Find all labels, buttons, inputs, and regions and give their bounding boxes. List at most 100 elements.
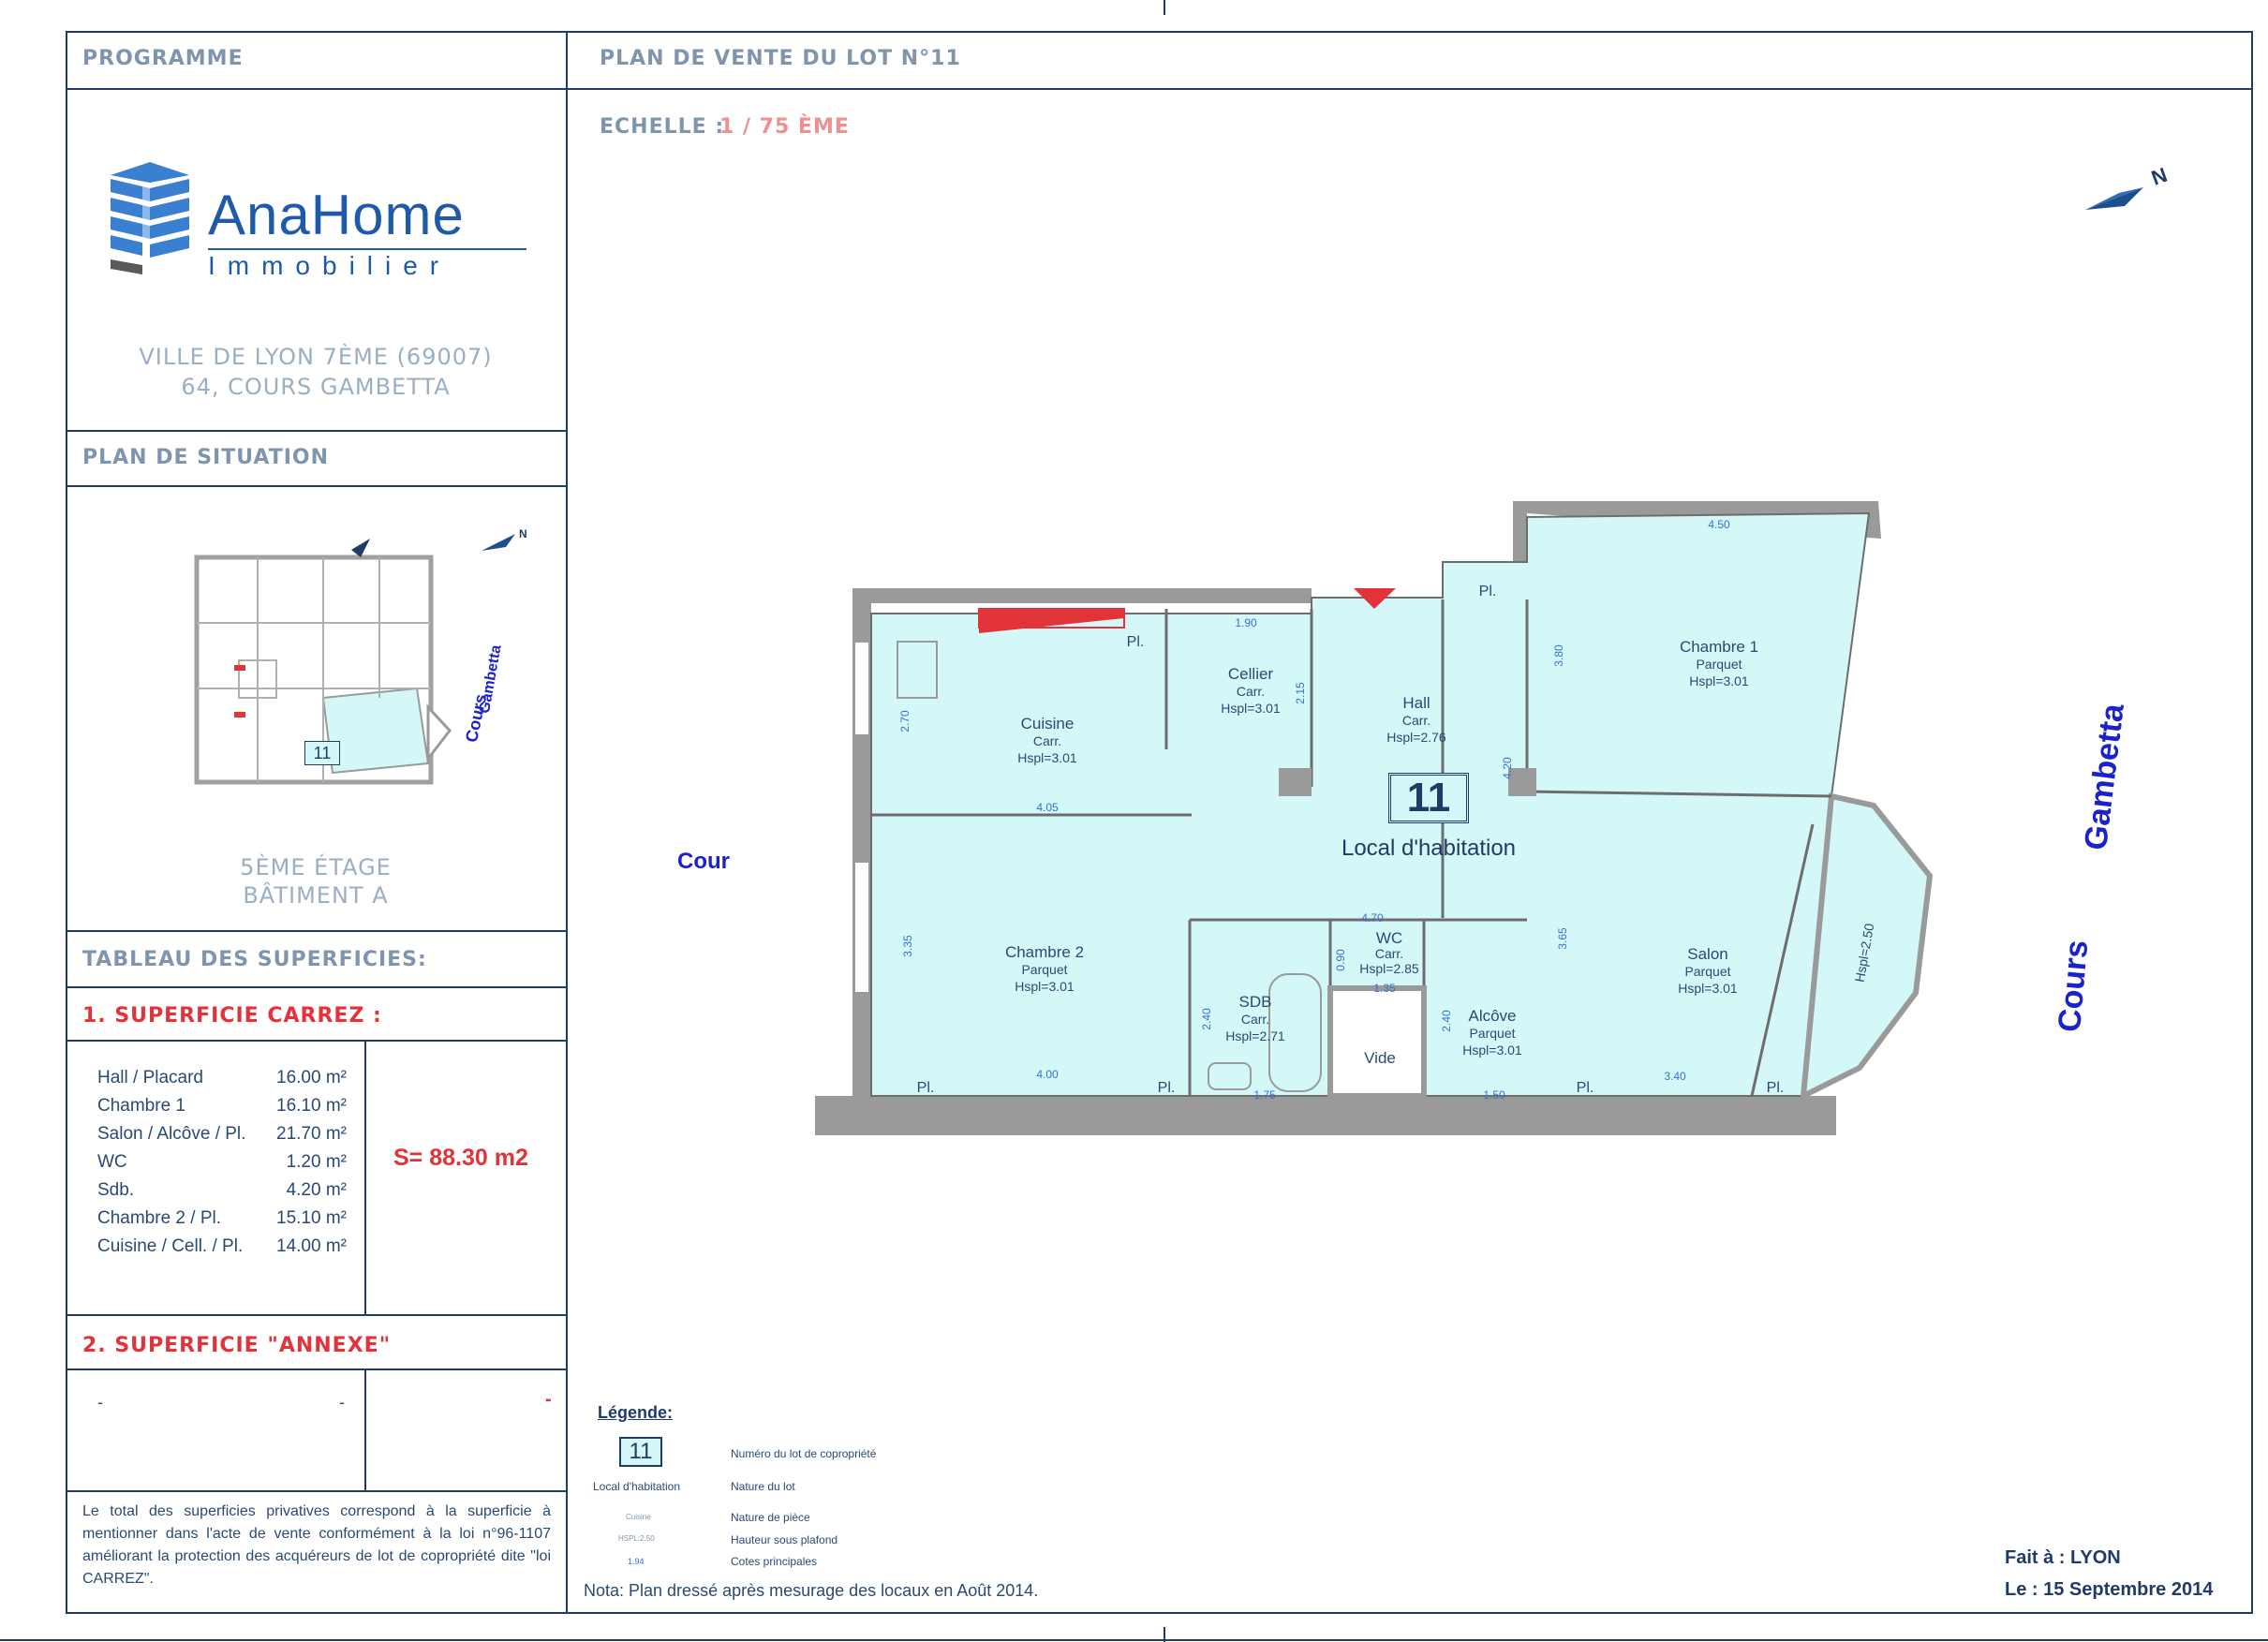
washbasin — [1208, 1062, 1252, 1090]
room-chambre2-h: Hspl=3.01 — [1015, 979, 1075, 994]
dim-215: 2.15 — [1294, 682, 1307, 704]
annexe-dash-left: - — [97, 1393, 103, 1412]
room-sdb-h: Hspl=2.71 — [1225, 1028, 1285, 1043]
carrez-row-label: Salon / Alcôve / Pl. — [97, 1124, 246, 1144]
floor-plan: Cuisine Carr. Hspl=3.01 Cellier Carr. Hs… — [815, 501, 1934, 1135]
logo-sub: Immobilier — [208, 251, 452, 280]
pl-chambre2-right: Pl. — [1158, 1080, 1176, 1096]
plan-title: PLAN DE VENTE DU LOT N°11 — [600, 47, 961, 70]
legend-cote-sample: 1.94 — [628, 1557, 645, 1566]
room-cuisine-floor: Carr. — [1033, 733, 1061, 748]
anahome-logo: AnaHome Immobilier — [103, 155, 534, 281]
dim-270: 2.70 — [898, 710, 912, 732]
room-alcove-name: Alcôve — [1468, 1007, 1516, 1025]
room-wc-h: Hspl=2.85 — [1359, 961, 1419, 976]
carrez-row-value: 4.20 m² — [286, 1180, 347, 1200]
fait-date: Le : 15 Septembre 2014 — [2005, 1579, 2214, 1600]
svg-text:N: N — [519, 527, 527, 540]
dim-400: 4.00 — [1036, 1068, 1059, 1081]
room-vide-name: Vide — [1364, 1049, 1396, 1067]
room-chambre2-name: Chambre 2 — [1005, 943, 1084, 961]
dim-175: 1.75 — [1253, 1088, 1276, 1102]
carrez-row-value: 14.00 m² — [276, 1236, 347, 1256]
room-sdb-floor: Carr. — [1241, 1012, 1269, 1027]
room-hall-floor: Carr. — [1402, 713, 1430, 728]
carrez-total: S= 88.30 m2 — [393, 1145, 528, 1171]
legend-cote-desc: Cotes principales — [731, 1555, 818, 1568]
situation-lot-box: 11 — [304, 741, 340, 765]
dim-335: 3.35 — [901, 935, 914, 957]
carrez-row-label: Cuisine / Cell. / Pl. — [97, 1236, 244, 1256]
legend-hspl-sample: HSPL:2.50 — [618, 1534, 655, 1543]
room-cellier-name: Cellier — [1228, 665, 1274, 683]
situation-building: BÂTIMENT A — [243, 882, 389, 909]
carrez-row-label: Chambre 1 — [97, 1096, 185, 1116]
address-line1: VILLE DE LYON 7ÈME (69007) — [139, 344, 493, 370]
carrez-row-label: Hall / Placard — [97, 1068, 203, 1087]
room-chambre1-floor: Parquet — [1696, 657, 1742, 672]
divider-carrez-title — [66, 986, 568, 988]
dim-450: 4.50 — [1708, 518, 1730, 531]
pl-hall: Pl. — [1479, 584, 1497, 599]
divider-carrez-body — [66, 1040, 568, 1042]
room-hall-h: Hspl=2.76 — [1386, 730, 1446, 745]
legend-title: Légende: — [598, 1403, 674, 1422]
room-wc-name: WC — [1376, 929, 1402, 947]
divider-annexe-title — [66, 1368, 568, 1370]
annexe-dash-right: - — [545, 1389, 552, 1410]
dim-420: 4.20 — [1501, 757, 1514, 779]
carrez-header: 1. SUPERFICIE CARREZ : — [82, 1004, 382, 1028]
header-row-divider — [66, 88, 2253, 90]
legend-lot-desc: Numéro du lot de copropriété — [731, 1447, 877, 1460]
bay-window — [1800, 792, 1934, 1102]
legend-nature-desc: Nature du lot — [731, 1480, 795, 1493]
divider-situation — [66, 430, 568, 432]
dim-240b: 2.40 — [1440, 1010, 1453, 1032]
dim-470: 4.70 — [1361, 911, 1384, 925]
legend-hspl-desc: Hauteur sous plafond — [731, 1533, 838, 1546]
lot-nature-label: Local d'habitation — [1341, 836, 1517, 861]
carrez-row: Chambre 1 16.10 m² — [97, 1096, 347, 1118]
legend-piece-sample: Cuisine — [626, 1513, 651, 1521]
carrez-row: Sdb.4.20 m² — [97, 1180, 347, 1203]
room-cuisine-h: Hspl=3.01 — [1017, 750, 1077, 765]
pl-alcove: Pl. — [1577, 1080, 1594, 1096]
room-sdb-name: SDB — [1239, 993, 1272, 1011]
logo-underline — [208, 248, 526, 250]
kitchen-sink — [897, 641, 938, 699]
room-chambre1-h: Hspl=3.01 — [1689, 673, 1749, 688]
room-salon-name: Salon — [1687, 945, 1727, 963]
logo-brand: AnaHome — [208, 184, 465, 246]
divider-situation-title — [66, 485, 568, 487]
annexe-col-divider — [364, 1368, 366, 1490]
legend-lot-sample: 11 — [619, 1437, 662, 1467]
room-cellier-floor: Carr. — [1237, 684, 1265, 699]
dim-405: 4.05 — [1036, 801, 1059, 814]
situation-header: PLAN DE SITUATION — [82, 446, 330, 469]
tableau-header: TABLEAU DES SUPERFICIES: — [82, 948, 427, 971]
echelle-label: ECHELLE : — [600, 115, 725, 139]
pl-cuisine: Pl. — [1127, 634, 1145, 650]
room-chambre2-floor: Parquet — [1021, 962, 1067, 977]
carrez-row: Chambre 2 / Pl.15.10 m² — [97, 1208, 347, 1231]
room-alcove-floor: Parquet — [1469, 1026, 1515, 1041]
bottom-center-tick — [1164, 1627, 1165, 1642]
dim-380: 3.80 — [1552, 644, 1565, 667]
room-cellier-h: Hspl=3.01 — [1221, 701, 1281, 716]
pl-salon: Pl. — [1767, 1080, 1785, 1096]
carrez-row-label: Chambre 2 / Pl. — [97, 1208, 221, 1228]
carrez-footnote: Le total des superficies privatives corr… — [82, 1503, 551, 1587]
room-wc-floor: Carr. — [1375, 946, 1403, 961]
situation-floor: 5ÈME ÉTAGE — [240, 854, 392, 880]
dim-340: 3.40 — [1664, 1070, 1686, 1083]
room-salon-floor: Parquet — [1684, 964, 1730, 979]
carrez-row-value: 16.10 m² — [276, 1096, 347, 1116]
dim-150: 1.50 — [1483, 1088, 1505, 1102]
divider-tableau — [66, 930, 568, 932]
left-column-divider — [566, 31, 568, 1614]
north-arrow-icon: N — [2085, 163, 2171, 210]
svg-text:N: N — [2148, 163, 2170, 190]
fait-place: Fait à : LYON — [2005, 1547, 2121, 1568]
